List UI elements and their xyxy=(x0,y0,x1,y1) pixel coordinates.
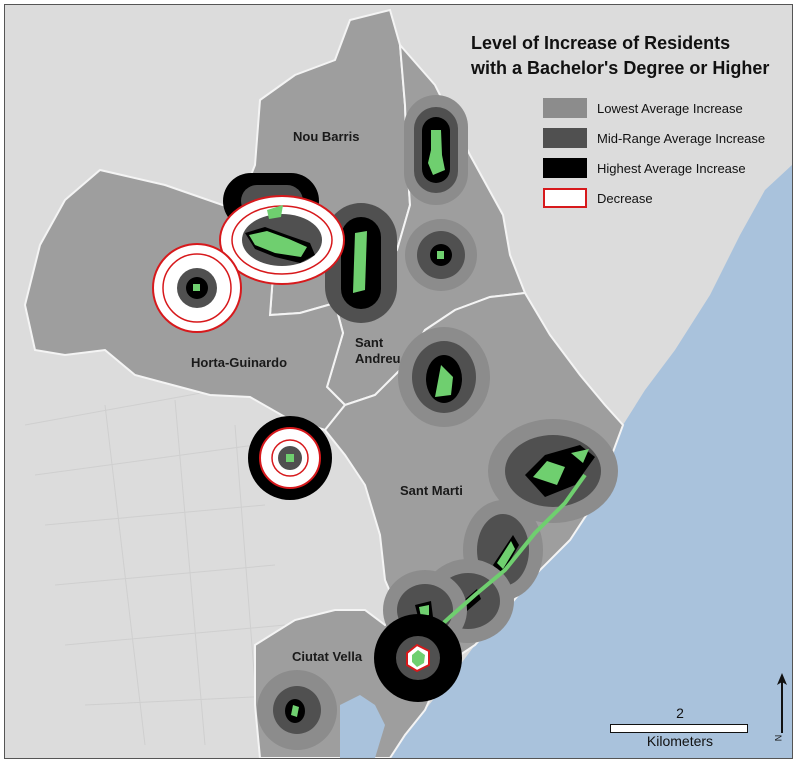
street-texture xyxy=(24,384,296,746)
buffer-sant-andreu-small xyxy=(405,219,477,291)
scale-value: 2 xyxy=(676,705,684,721)
legend-swatch-lowest xyxy=(543,98,587,118)
north-letter: N xyxy=(773,734,784,742)
buffer-horta-south xyxy=(248,416,332,500)
legend: Lowest Average Increase Mid-Range Averag… xyxy=(543,93,783,213)
label-ciutat-vella: Ciutat Vella xyxy=(292,649,363,664)
label-sant-marti: Sant Marti xyxy=(400,483,463,498)
legend-item-mid: Mid-Range Average Increase xyxy=(543,123,783,153)
sea xyxy=(390,165,792,758)
north-arrow-icon xyxy=(777,673,787,733)
legend-item-decrease: Decrease xyxy=(543,183,783,213)
label-horta-guinardo: Horta-Guinardo xyxy=(191,355,288,370)
label-nou-barris: Nou Barris xyxy=(293,129,360,144)
map-title: Level of Increase of Residents with a Ba… xyxy=(471,31,791,81)
legend-label-decrease: Decrease xyxy=(597,190,653,206)
scale-bar-rect xyxy=(610,724,748,733)
legend-item-lowest: Lowest Average Increase xyxy=(543,93,783,123)
buffer-decrease-horta-large xyxy=(219,195,345,285)
legend-label-highest: Highest Average Increase xyxy=(597,160,746,176)
map-title-line2: with a Bachelor's Degree or Higher xyxy=(471,58,770,78)
scale-bar: 2 Kilometers xyxy=(610,705,750,753)
green-corridor xyxy=(423,473,587,642)
legend-swatch-highest xyxy=(543,158,587,178)
legend-swatch-mid xyxy=(543,128,587,148)
label-sant-andreu-line2: Andreu xyxy=(355,351,401,366)
buffer-ciutat-vella-decrease xyxy=(374,614,462,702)
legend-label-lowest: Lowest Average Increase xyxy=(597,100,743,116)
label-sant-andreu-line1: Sant xyxy=(355,335,384,350)
north-arrow: N xyxy=(773,673,789,749)
harbor xyxy=(340,695,385,758)
legend-item-highest: Highest Average Increase xyxy=(543,153,783,183)
buffer-ciutat-vella-west xyxy=(257,670,337,750)
legend-label-mid: Mid-Range Average Increase xyxy=(597,130,766,146)
scale-unit: Kilometers xyxy=(646,733,714,749)
buffer-sant-andreu-triangle xyxy=(398,327,490,427)
legend-swatch-decrease xyxy=(543,188,587,208)
map-frame: Nou Barris Sant Andreu Horta-Guinardo Sa… xyxy=(4,4,793,759)
map-title-line1: Level of Increase of Residents xyxy=(471,33,731,53)
buffer-decrease-horta-west xyxy=(152,243,242,333)
map-canvas xyxy=(5,5,792,758)
buffer-nou-barris-east xyxy=(404,95,468,205)
